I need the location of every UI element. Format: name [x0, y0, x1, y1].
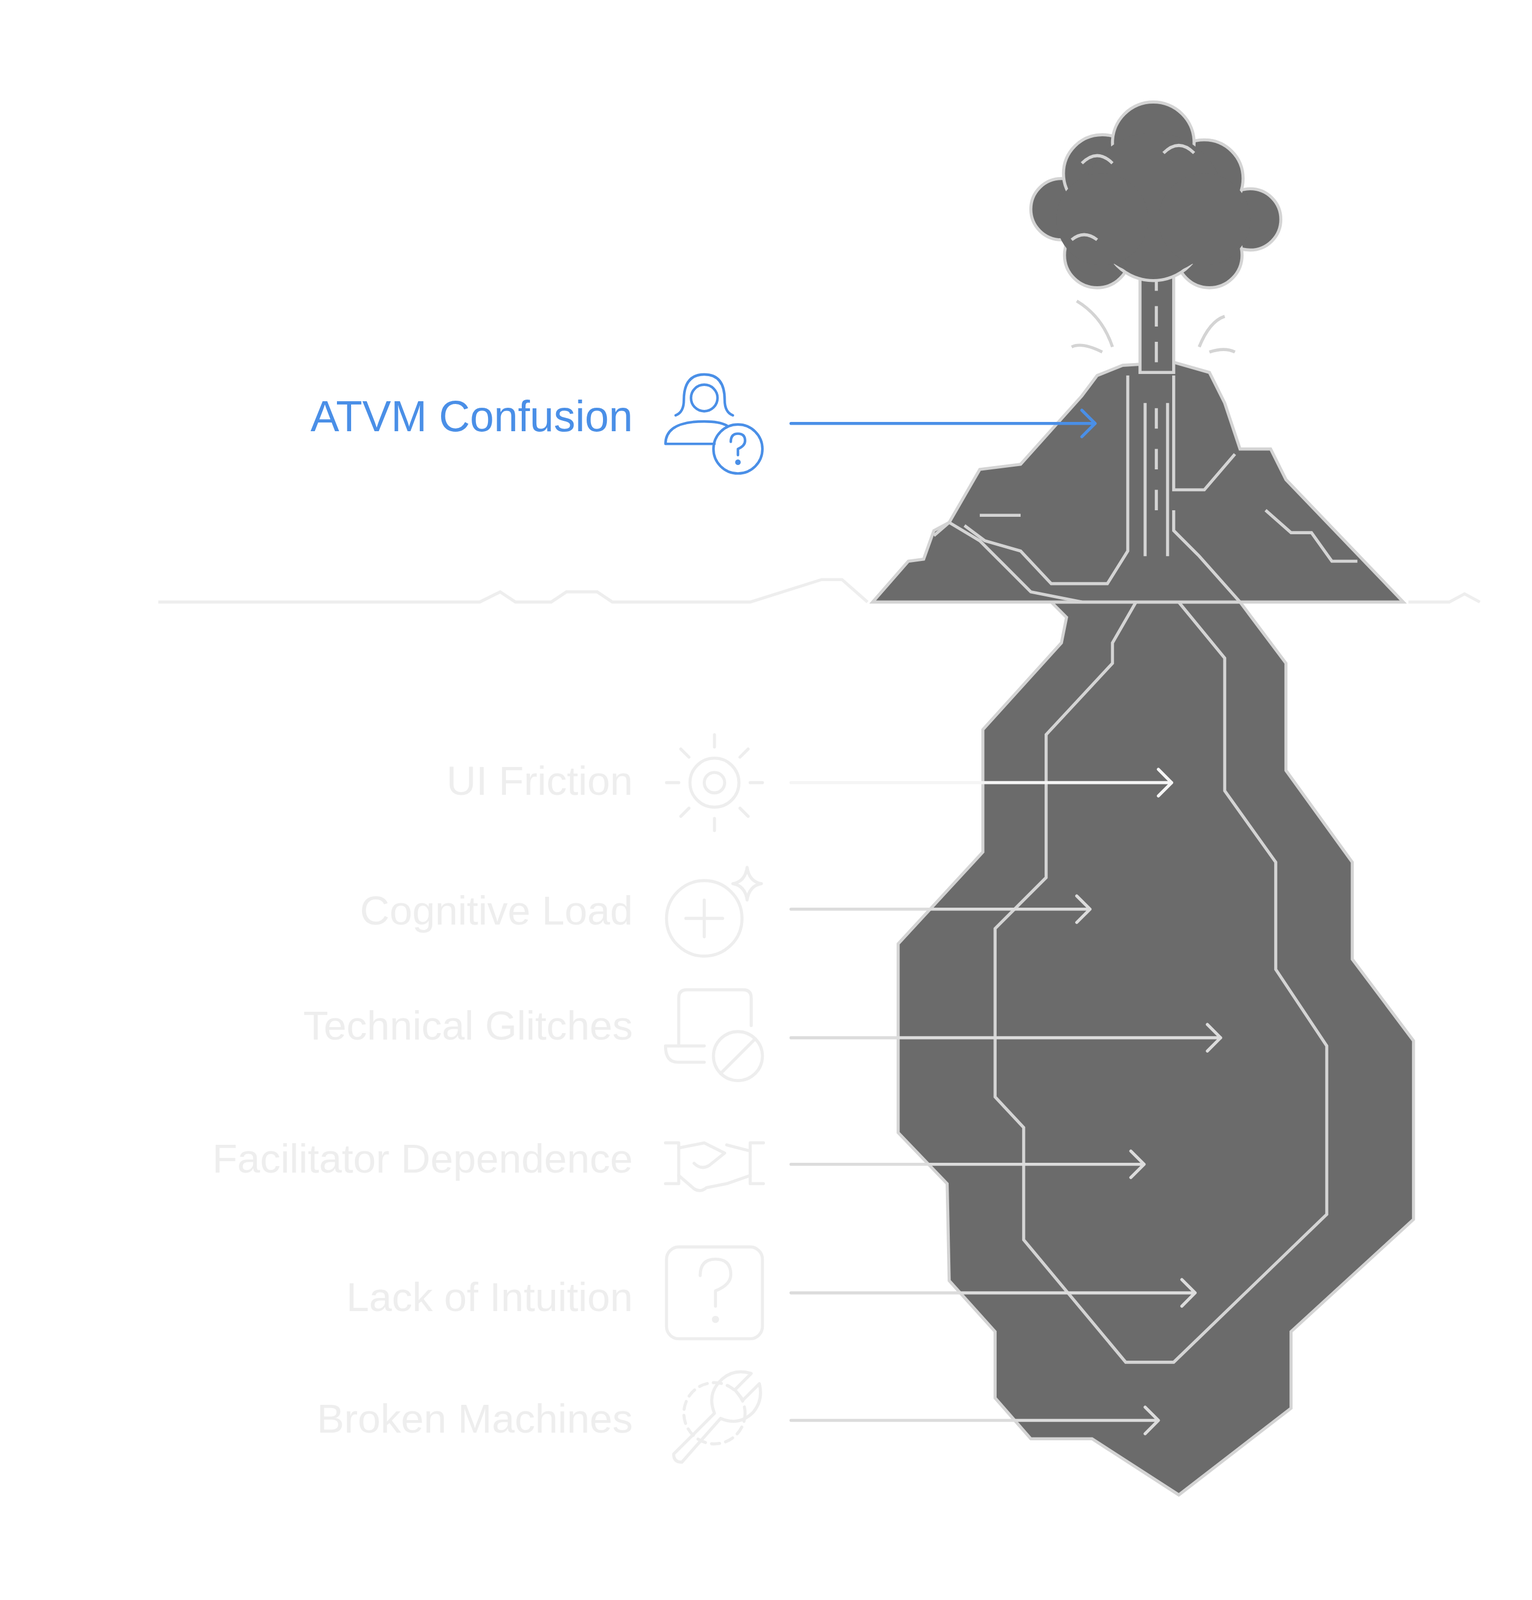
- splash-marks: [1071, 300, 1235, 353]
- laptop-error-icon: [665, 990, 763, 1082]
- confused-person-icon: [665, 374, 763, 474]
- handshake-icon: [665, 1142, 764, 1191]
- wrench-gear-icon: [673, 1371, 761, 1463]
- gear-icon: [666, 734, 763, 831]
- volcano-cone: [872, 362, 1404, 602]
- inner-channel: [994, 589, 1327, 1363]
- faded-label: Technical Glitches: [303, 1003, 633, 1049]
- leader-arrows: [791, 409, 1221, 1434]
- faded-label: Facilitator Dependence: [212, 1136, 633, 1182]
- plus-sparkle-icon: [666, 867, 762, 957]
- faded-label: UI Friction: [446, 758, 633, 804]
- cloud-curls: [1071, 145, 1195, 240]
- faded-label: Lack of Intuition: [346, 1274, 633, 1320]
- faded-label: Cognitive Load: [359, 888, 633, 934]
- highlighted-label: ATVM Confusion: [310, 392, 633, 440]
- ash-cloud-fill: [1056, 132, 1251, 276]
- column-lines: [1144, 270, 1168, 557]
- ash-cloud: [1030, 101, 1282, 288]
- question-box-icon: [666, 1246, 763, 1339]
- faded-label: Broken Machines: [316, 1396, 633, 1442]
